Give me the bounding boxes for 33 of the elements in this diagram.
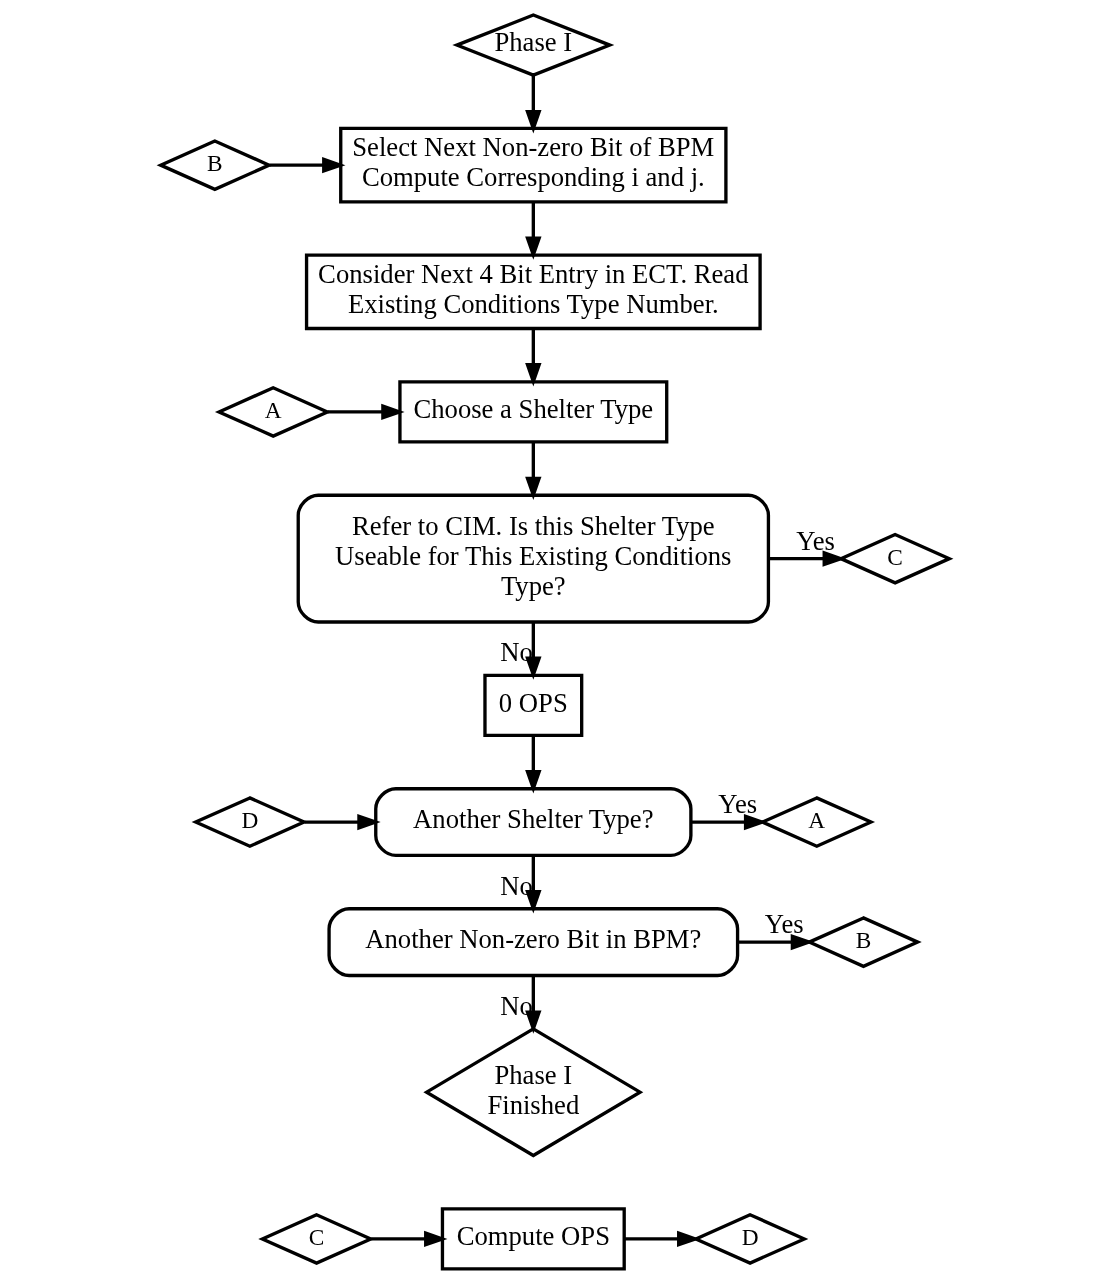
arrow bbox=[524, 735, 541, 794]
node-box: Consider Next 4 Bit Entry in ECT. Read Existing Conditions Type Number. bbox=[304, 253, 762, 331]
node-box: Another Shelter Type? bbox=[373, 787, 693, 858]
node-diamond: Phase I Finished bbox=[422, 1026, 643, 1158]
arrow bbox=[524, 329, 541, 387]
node-diamond: Phase I bbox=[451, 13, 614, 77]
edge-label: Yes bbox=[764, 909, 804, 940]
node-box: 0 OPS bbox=[482, 673, 583, 738]
arrow bbox=[524, 442, 541, 501]
arrow bbox=[691, 813, 767, 831]
arrow bbox=[370, 1230, 447, 1248]
node-diamond: B bbox=[156, 139, 273, 192]
arrow bbox=[524, 855, 541, 914]
node-diamond: D bbox=[191, 796, 308, 849]
edge-label: No bbox=[499, 991, 533, 1022]
arrow bbox=[524, 75, 541, 134]
node-box: Choose a Shelter Type bbox=[397, 380, 668, 444]
node-box: Compute OPS bbox=[440, 1207, 626, 1271]
edge-label: Yes bbox=[717, 789, 757, 820]
arrow bbox=[737, 933, 814, 951]
arrow bbox=[768, 550, 846, 567]
arrow bbox=[524, 976, 541, 1034]
edge-label: Yes bbox=[795, 525, 835, 556]
arrow bbox=[304, 813, 381, 831]
arrow bbox=[327, 403, 405, 421]
node-box: Refer to CIM. Is this Shelter Type Useable for This Existing Conditions Type? bbox=[296, 493, 770, 624]
node-box: Select Next Non-zero Bit of BPM Compute Corresponding i and j. bbox=[338, 126, 728, 204]
arrow bbox=[524, 202, 541, 260]
arrow bbox=[269, 156, 345, 174]
arrow bbox=[524, 622, 541, 680]
edge-label: No bbox=[499, 637, 533, 668]
node-box: Another Non-zero Bit in BPM? bbox=[326, 907, 739, 978]
node-diamond: A bbox=[214, 385, 331, 438]
